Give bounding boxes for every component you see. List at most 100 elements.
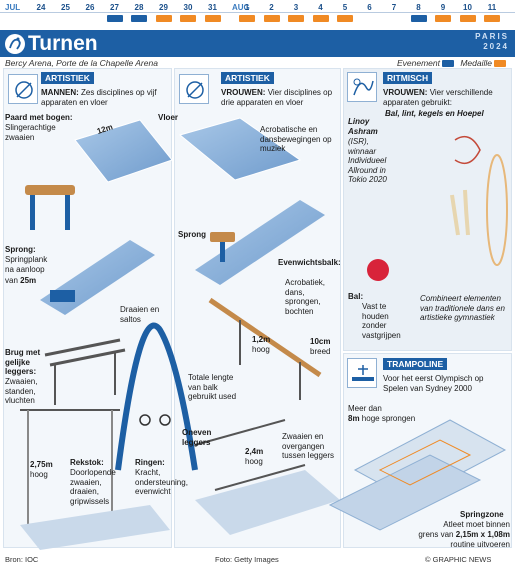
rhythmic-icon	[347, 72, 377, 102]
month-aug: AUG	[232, 3, 250, 12]
artistic-men-icon	[8, 74, 38, 104]
ubars-height: 2,4m	[245, 447, 264, 456]
rings-desc: Kracht, ondersteuning, evenwicht	[135, 468, 188, 496]
tag-artistic-women: ARTISTIEK	[221, 72, 274, 84]
pbars-desc: Zwaaien, standen, vluchten	[5, 377, 38, 405]
calendar-day: 25	[61, 3, 70, 12]
month-jul: JUL	[5, 3, 21, 12]
calendar-mark	[106, 15, 123, 22]
medal-swatch	[494, 60, 506, 68]
jump-desc-1: Meer dan	[348, 404, 382, 413]
footer-copyright: © GRAPHIC NEWS	[425, 555, 492, 564]
page-title: Turnen	[28, 32, 98, 55]
calendar-day: 8	[416, 3, 421, 12]
hbar-desc: Doorlopende zwaaien, draaien, gripwissel…	[70, 468, 116, 506]
calendar-mark	[459, 15, 476, 22]
calendar-day: 4	[318, 3, 323, 12]
calendar-mark	[204, 15, 221, 22]
trampoline-desc: Voor het eerst Olympisch op Spelen van S…	[383, 374, 484, 393]
calendar-day: 26	[85, 3, 95, 12]
beam-height: 1,2m	[252, 335, 271, 344]
calendar-mark	[263, 15, 280, 22]
calendar-day: 6	[367, 3, 372, 12]
zone-desc-1: Atleet moet binnen	[443, 520, 510, 529]
calendar-rule	[0, 12, 515, 13]
pommel-desc: Slingerachtige zwaaien	[5, 123, 56, 142]
calendar-mark	[337, 15, 353, 22]
calendar-mark	[155, 15, 172, 22]
calendar-day: 1	[244, 3, 250, 12]
calendar-mark	[288, 15, 304, 22]
artistic-men-desc: MANNEN: Zes disciplines op vijf apparate…	[41, 88, 157, 107]
rhythmic-desc: VROUWEN: Vier verschillende apparaten ge…	[383, 88, 493, 107]
calendar-mark	[435, 15, 451, 22]
trampoline-icon	[347, 358, 377, 388]
vault-title-men: Sprong:	[5, 245, 36, 254]
calendar-day: 29	[159, 3, 168, 12]
floor-label: Vloer	[158, 113, 179, 122]
calendar-day: 9	[440, 3, 446, 12]
calendar-mark	[131, 15, 147, 22]
vault-desc-men-1: Springplank	[5, 255, 48, 264]
beam-desc: Acrobatiek, dans, sprongen, bochten	[285, 278, 326, 316]
footer-photo: Foto: Getty Images	[215, 555, 279, 564]
beam-width: 10cm	[310, 337, 331, 346]
calendar-day: 2	[269, 3, 274, 12]
calendar-day: 24	[36, 3, 46, 12]
artistic-women-desc: VROUWEN: Vier disciplines op drie appara…	[221, 88, 333, 107]
rings-title: Ringen:	[135, 458, 165, 467]
hbar-height: 2,75m	[30, 460, 53, 469]
pommel-title: Paard met bogen:	[5, 113, 73, 122]
event-swatch	[441, 60, 454, 68]
calendar-day: 30	[183, 3, 193, 12]
vault-desc-men-3: van 25m	[5, 276, 37, 285]
calendar-day: 5	[342, 3, 348, 12]
beam-title: Evenwichtsbalk:	[278, 258, 341, 267]
tag-trampoline: TRAMPOLINE	[383, 358, 448, 370]
calendar-mark	[312, 15, 329, 22]
header-bar: Turnen PARIS 2024	[0, 30, 515, 57]
hbar-height-unit: hoog	[30, 470, 48, 479]
tag-artistic-men: ARTISTIEK	[41, 72, 94, 84]
ball-desc: Vast te houden zonder vastgrijpen	[362, 302, 401, 340]
beam-width-unit: breed	[310, 347, 331, 356]
beam-total: Totale lengte van balk gebruikt used	[188, 373, 237, 401]
ball-title: Bal:	[348, 292, 364, 301]
rings-note: Draaien en saltos	[120, 305, 160, 324]
beam-height-unit: hoog	[252, 345, 270, 354]
calendar-day: 27	[110, 3, 119, 12]
legend: Evenement Medaille	[397, 58, 510, 68]
calendar-day: 3	[293, 3, 299, 12]
calendar-mark	[180, 15, 196, 22]
calendar-day: 7	[391, 3, 397, 12]
calendar-day: 11	[487, 3, 497, 12]
calendar-day: 31	[208, 3, 217, 12]
jump-desc-2: 8m hoge sprongen	[348, 414, 416, 423]
artistic-women-icon	[179, 74, 209, 104]
calendar-mark	[239, 15, 255, 22]
paris-2024-logo: PARIS 2024	[475, 32, 509, 51]
calendar-day: 10	[463, 3, 472, 12]
panel-rhythmic	[343, 68, 512, 351]
pbars-title: Brug met gelijke leggers:	[5, 348, 41, 376]
calendar-mark	[484, 15, 500, 22]
athlete-info: (ISR), winnaar Individueel Allround in T…	[348, 137, 387, 184]
venue-text: Bercy Arena, Porte de la Chapelle Arena	[5, 58, 158, 68]
zone-desc-2: grens van 2,15m x 1,08m	[418, 530, 510, 539]
ubars-title: Oneven leggers	[182, 428, 212, 447]
footer-source: Bron: IOC	[5, 555, 39, 564]
zone-title: Springzone	[460, 510, 504, 519]
athlete-name: Linoy Ashram	[348, 117, 378, 136]
ubars-height-unit: hoog	[245, 457, 263, 466]
vault-title-women: Sprong	[178, 230, 206, 239]
rhythmic-apparatus: Bal, lint, kegels en Hoepel	[385, 109, 484, 118]
hbar-title: Rekstok:	[70, 458, 104, 467]
floor-desc: Acrobatische en dansbewegingen op muziek	[260, 125, 332, 153]
gymnastics-logo-icon	[5, 34, 25, 54]
rhythmic-combined: Combineert elementen van traditionele da…	[420, 294, 505, 322]
calendar-mark	[410, 15, 427, 22]
tag-rhythmic: RITMISCH	[383, 72, 433, 84]
ubars-desc: Zwaaien en overgangen tussen leggers	[282, 432, 335, 460]
